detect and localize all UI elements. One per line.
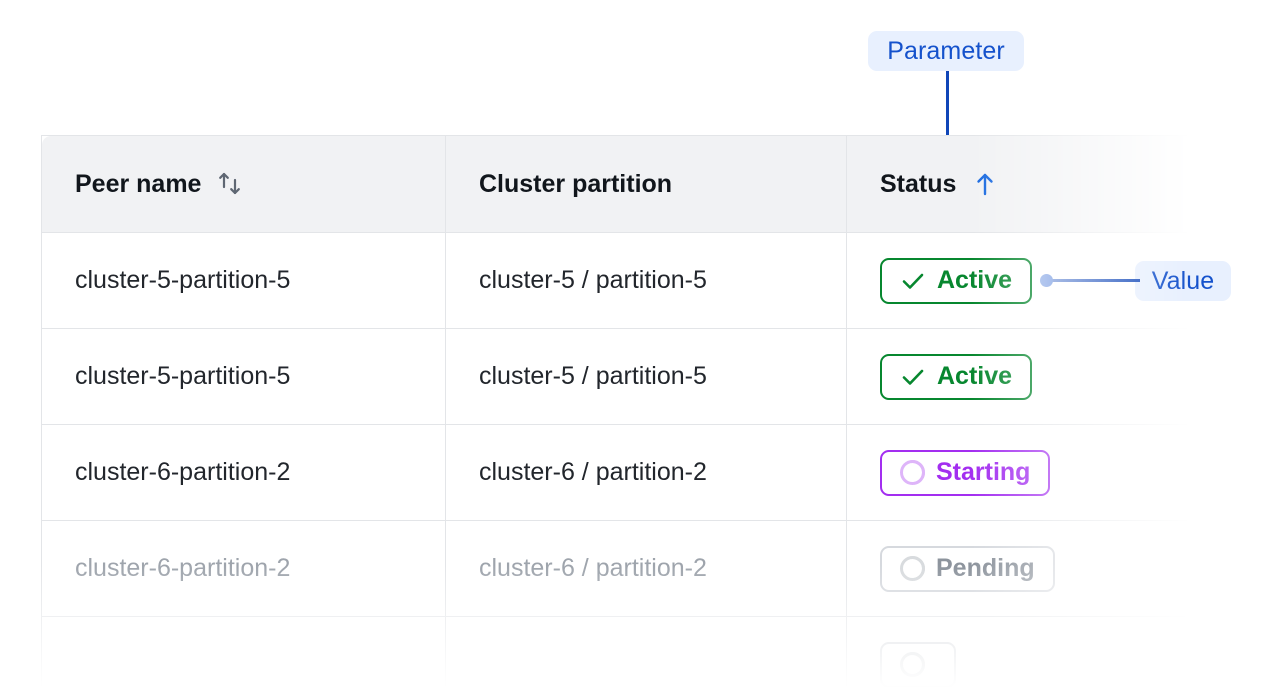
connector-parameter-line [946,71,949,156]
check-icon [900,268,926,294]
cell-cluster-partition: cluster-6 / partition-2 [445,424,847,521]
cell-cluster-partition: cluster-5 / partition-5 [445,328,847,425]
cell-peer-name: cluster-6-partition-2 [41,520,446,617]
status-badge-starting: Starting [880,449,1051,496]
column-header-cluster-partition-label: Cluster partition [479,169,673,198]
status-badge-pending [880,641,956,688]
status-badge-label: Active [937,362,1013,390]
column-header-peer-name-label: Peer name [75,169,202,198]
table-header-row: Peer name [41,135,1256,233]
table-row[interactable]: cluster-5-partition-5 cluster-5 / partit… [41,328,1256,425]
status-badge-label: Active [937,266,1013,294]
check-icon [900,364,926,390]
arrow-up-icon[interactable] [970,169,1000,199]
cell-cluster-partition: cluster-5 / partition-5 [445,232,847,329]
cell-status: Active [846,232,1256,329]
cell-peer-name: cluster-5-partition-5 [41,232,446,329]
table-body: cluster-5-partition-5 cluster-5 / partit… [41,232,1256,688]
callout-parameter: Parameter [868,31,1024,71]
cell-status: Starting [846,424,1256,521]
table-row[interactable] [41,616,1256,688]
column-header-peer-name[interactable]: Peer name [41,135,446,233]
cell-status: Pending [846,520,1256,617]
peer-table: Peer name [41,135,1256,688]
table-row[interactable]: cluster-5-partition-5 cluster-5 / partit… [41,232,1256,329]
table-row[interactable]: cluster-6-partition-2 cluster-6 / partit… [41,424,1256,521]
status-badge-label: Starting [936,458,1031,486]
cell-peer-name: cluster-5-partition-5 [41,328,446,425]
status-badge-active: Active [880,257,1033,304]
cell-peer-name: cluster-6-partition-2 [41,424,446,521]
spinner-icon [900,652,925,677]
cell-cluster-partition: cluster-6 / partition-2 [445,520,847,617]
spinner-icon [900,460,925,485]
table-row[interactable]: cluster-6-partition-2 cluster-6 / partit… [41,520,1256,617]
status-badge-pending: Pending [880,545,1055,592]
status-badge-label: Pending [936,554,1035,582]
cell-status [846,616,1256,688]
cell-cluster-partition [445,616,847,688]
cell-peer-name [41,616,446,688]
status-badge-active: Active [880,353,1033,400]
peer-table-container: Peer name [41,135,1256,688]
cell-status: Active [846,328,1256,425]
column-header-status[interactable]: Status [846,135,1256,233]
table-header: Peer name [41,135,1256,233]
column-header-status-label: Status [880,169,957,198]
spinner-icon [900,556,925,581]
column-header-cluster-partition[interactable]: Cluster partition [445,135,847,233]
sort-both-icon[interactable] [215,169,245,199]
